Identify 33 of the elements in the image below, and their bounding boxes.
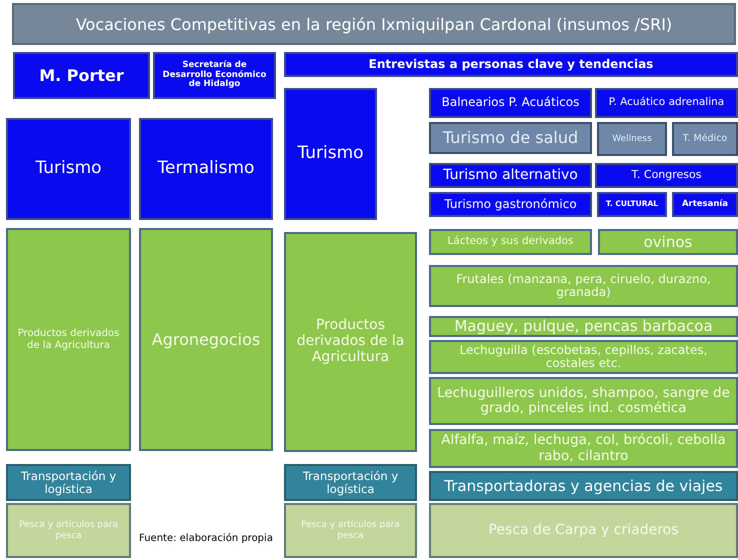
category-box: T. Médico (672, 122, 738, 156)
category-box: Turismo (6, 118, 131, 220)
category-box: P. Acuático adrenalina (595, 88, 738, 118)
category-box: Transportación y logística (6, 464, 131, 501)
category-box: Artesanía (672, 192, 738, 217)
category-box: Transportadoras y agencias de viajes (429, 471, 738, 501)
source-note: Fuente: elaboración propia (139, 533, 273, 544)
category-box: M. Porter (13, 52, 150, 99)
category-box: Pesca y artículos para pesca (284, 503, 417, 558)
category-box: Pesca y artículos para pesca (6, 503, 131, 558)
category-box: Turismo alternativo (429, 163, 592, 188)
category-box: Frutales (manzana, pera, ciruelo, durazno, granada) (429, 265, 738, 307)
category-box: Turismo gastronómico (429, 192, 592, 217)
category-box: Wellness (597, 122, 667, 156)
category-box: Maguey, pulque, pencas barbacoa (429, 316, 738, 337)
category-box: Lácteos y sus derivados (429, 229, 592, 255)
category-box: Productos derivados de la Agricultura (284, 232, 417, 452)
category-box: Entrevistas a personas clave y tendencias (284, 52, 738, 77)
category-box: Alfalfa, maíz, lechuga, col, brócoli, cebolla rabo, cilantro (429, 429, 738, 468)
category-box: ovinos (598, 229, 738, 255)
category-box: Lechuguilla (escobetas, cepillos, zacates, costales etc. (429, 340, 738, 374)
category-box: Productos derivados de la Agricultura (6, 228, 131, 451)
category-box: Secretaría de Desarrollo Económico de Hidalgo (153, 52, 276, 99)
category-box: Lechuguilleros unidos, shampoo, sangre de grado, pinceles ind. cosmética (429, 377, 738, 425)
category-box: Termalismo (139, 118, 273, 220)
category-box: T. Congresos (595, 163, 738, 188)
category-box: Transportación y logística (284, 464, 417, 501)
category-box: Turismo de salud (429, 122, 592, 154)
category-box: Agronegocios (139, 228, 273, 451)
title-banner: Vocaciones Competitivas en la región Ixmiquilpan Cardonal (insumos /SRI) (12, 3, 736, 45)
category-box: Pesca de Carpa y criaderos (429, 503, 738, 558)
category-box: Turismo (284, 88, 377, 220)
category-box: Balnearios P. Acuáticos (429, 88, 592, 118)
